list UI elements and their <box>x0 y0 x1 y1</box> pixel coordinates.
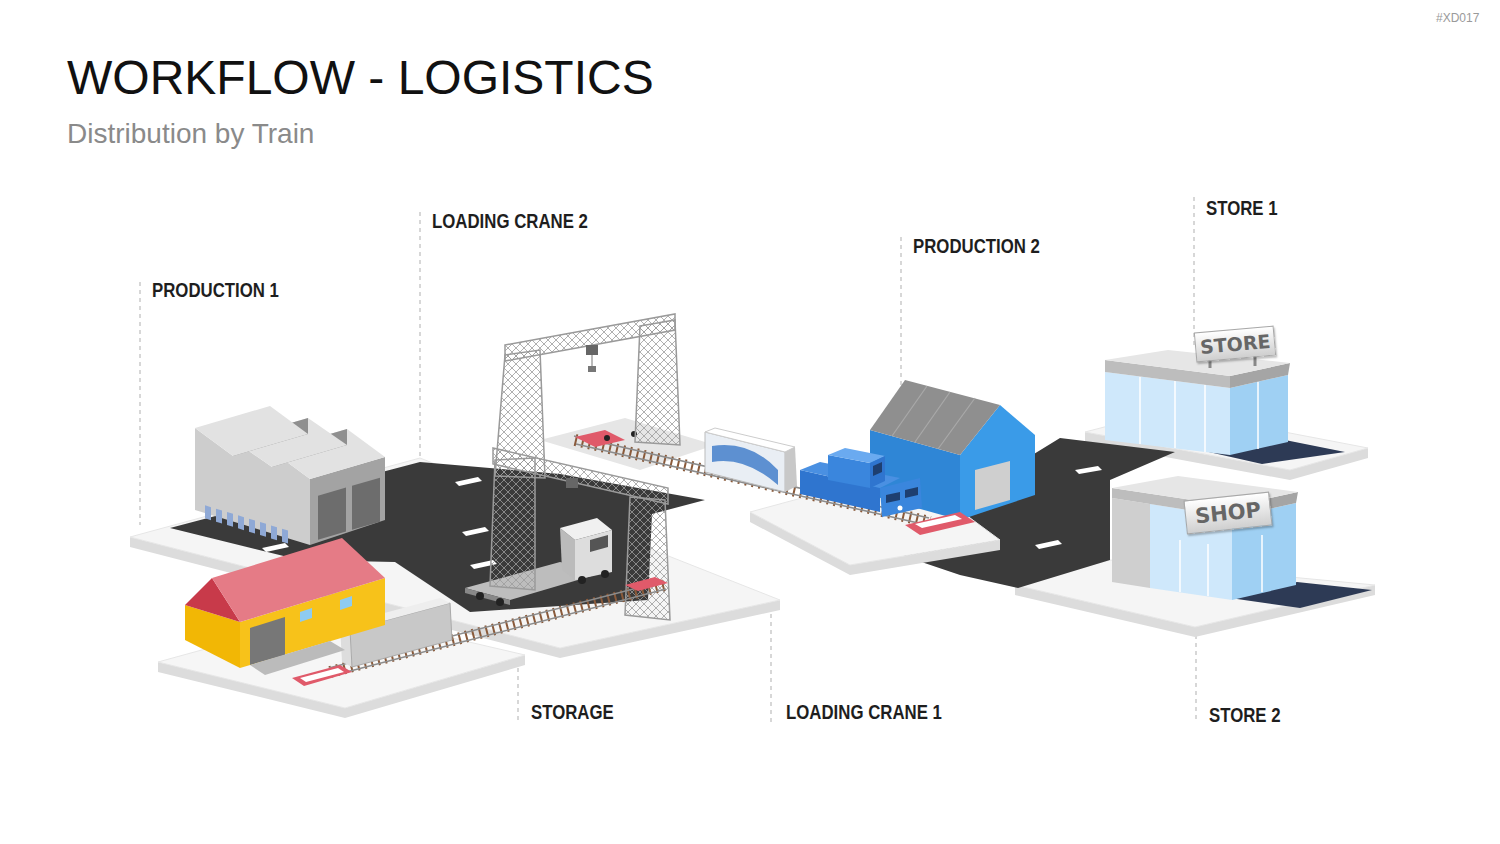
truck-wheel <box>578 576 586 584</box>
mullion <box>1139 377 1141 444</box>
locomotive-cab-front <box>870 456 885 488</box>
crane-beam <box>493 448 668 504</box>
buffer-stop <box>292 665 352 686</box>
sign-board: STORE <box>1194 326 1277 363</box>
factory-window <box>249 519 255 534</box>
roof-rib <box>938 398 975 449</box>
leader-line <box>770 606 771 722</box>
buffer-stripe <box>915 515 962 528</box>
buffer-stripe <box>300 668 344 682</box>
buffer-light <box>604 435 610 441</box>
factory-window <box>271 525 277 540</box>
road-marking <box>455 477 482 486</box>
buffer-stop <box>905 512 975 535</box>
container-end <box>785 447 797 492</box>
leader-line <box>1193 197 1194 345</box>
loading-ramp <box>250 641 345 675</box>
mullion <box>1179 540 1181 592</box>
crane-hook <box>588 366 596 372</box>
factory-window <box>205 505 211 520</box>
callout-label: LOADING CRANE 1 <box>786 700 994 723</box>
container-graphic <box>712 445 778 485</box>
roof-ribs <box>892 386 975 449</box>
watermark: #XD017 <box>1436 11 1500 25</box>
warehouse-window <box>300 608 312 622</box>
road-marking <box>462 527 489 536</box>
truck-wheel <box>601 570 609 578</box>
factory-windows <box>205 505 288 543</box>
building-roof <box>870 380 1000 455</box>
factory-window <box>260 522 266 537</box>
callout-label: STORE 1 <box>1206 196 1414 219</box>
crane-cable <box>592 355 593 366</box>
factory-doors <box>318 478 380 540</box>
factory-window <box>216 509 222 524</box>
sign-text: STORE <box>1199 330 1271 358</box>
crane-hoist <box>566 478 578 488</box>
store-wall <box>1112 498 1150 588</box>
store-mullions <box>1140 377 1258 452</box>
locomotive-front <box>880 478 922 517</box>
leader-line <box>139 282 140 525</box>
factory-window <box>227 512 233 527</box>
leader-line <box>1195 635 1196 722</box>
crane-tower <box>635 320 680 445</box>
callout-label: STORE 2 <box>1209 703 1417 726</box>
roof-rib <box>915 392 950 442</box>
leader-line <box>419 212 420 462</box>
mullion <box>1174 381 1176 448</box>
callout-label: PRODUCTION 2 <box>913 234 1121 257</box>
factory-window <box>238 515 244 530</box>
mullion <box>1207 544 1209 596</box>
mullion <box>1257 382 1259 449</box>
warehouse-roof <box>212 538 385 622</box>
truck-trailer-side <box>465 588 510 605</box>
truck-window <box>590 535 608 552</box>
container-top <box>705 428 795 452</box>
crane-beam <box>505 314 675 361</box>
truck-wheel <box>496 598 504 606</box>
crane-tower <box>490 458 535 590</box>
leader-lines <box>140 197 1196 722</box>
mullion <box>1261 535 1263 592</box>
store-mullions <box>1180 535 1262 596</box>
road-marking <box>1075 466 1102 474</box>
sign-text: SHOP <box>1194 498 1262 529</box>
roof-rib <box>892 386 927 436</box>
road-marking <box>262 543 289 552</box>
callout-label: PRODUCTION 1 <box>152 278 360 301</box>
factory-window <box>282 529 288 544</box>
leader-line <box>900 237 901 390</box>
locomotive-window <box>905 487 918 498</box>
crane-hoist <box>586 345 598 355</box>
locomotive-window <box>873 462 882 476</box>
crane-tower <box>625 497 670 620</box>
slide-title: WORKFLOW - LOGISTICS <box>67 52 967 104</box>
callout-label: STORAGE <box>531 700 739 723</box>
store-glass-side <box>1230 375 1288 455</box>
warehouse-window <box>340 596 352 610</box>
factory-roof <box>195 406 308 456</box>
factory-door <box>318 488 346 540</box>
buffer-stop <box>625 577 668 591</box>
locomotive-light <box>898 506 903 511</box>
truck-wheel <box>476 592 484 600</box>
garage-door <box>975 461 1010 510</box>
locomotive-window <box>886 492 900 503</box>
mullion <box>1204 385 1206 452</box>
buffer-stop <box>575 430 625 447</box>
slide-subtitle: Distribution by Train <box>67 118 767 150</box>
factory-door <box>352 478 380 530</box>
road-marking <box>1035 540 1062 549</box>
leader-line <box>517 668 518 722</box>
callout-label: LOADING CRANE 2 <box>432 209 640 232</box>
